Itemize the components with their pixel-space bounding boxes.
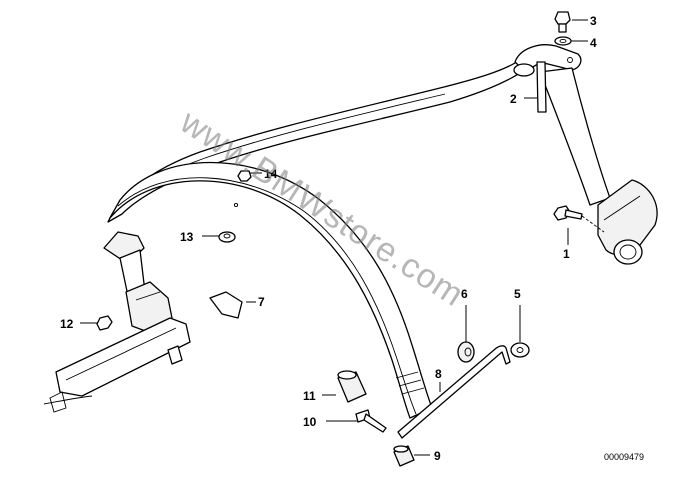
guide-rod-8 (397, 345, 511, 439)
callout-4: 4 (590, 36, 597, 50)
callout-12: 12 (60, 317, 74, 331)
buckle-tongue (103, 231, 146, 297)
nut-14 (233, 170, 252, 208)
hex-bolt-3 (554, 11, 571, 33)
upper-anchor-bracket (513, 44, 582, 77)
callout-13: 13 (180, 230, 194, 244)
callout-8: 8 (435, 367, 442, 381)
hex-bolt-1 (553, 205, 605, 233)
nut-13 (218, 231, 236, 243)
retractor-strap (539, 67, 611, 206)
washer-5 (510, 342, 530, 358)
callout-labels: 1 2 3 4 5 6 7 8 9 10 11 12 13 14 (60, 14, 597, 463)
nut-12 (96, 315, 113, 331)
retractor-housing (597, 179, 658, 265)
callout-9: 9 (434, 449, 441, 463)
sleeve-11 (337, 370, 367, 403)
callout-10: 10 (303, 415, 317, 429)
trim-cover-7 (209, 291, 243, 319)
watermark-text: www.BMWstore.com (173, 102, 471, 314)
callout-7: 7 (258, 295, 265, 309)
leader-lines (80, 19, 588, 456)
callout-5: 5 (514, 287, 521, 301)
callout-11: 11 (303, 389, 316, 403)
callout-6: 6 (461, 287, 468, 301)
callout-3: 3 (590, 14, 597, 28)
end-cap-9 (393, 445, 415, 467)
callout-14: 14 (264, 167, 278, 181)
drawing-number: 00009479 (604, 452, 644, 462)
buckle-housing (125, 281, 173, 333)
bolt-10 (355, 409, 387, 433)
rubber-cap-6 (457, 341, 475, 363)
washer-4 (554, 36, 572, 46)
callout-1: 1 (563, 247, 570, 261)
callout-2: 2 (510, 92, 517, 106)
buckle-anchor-plate (43, 317, 191, 413)
guide-pin (536, 61, 547, 113)
